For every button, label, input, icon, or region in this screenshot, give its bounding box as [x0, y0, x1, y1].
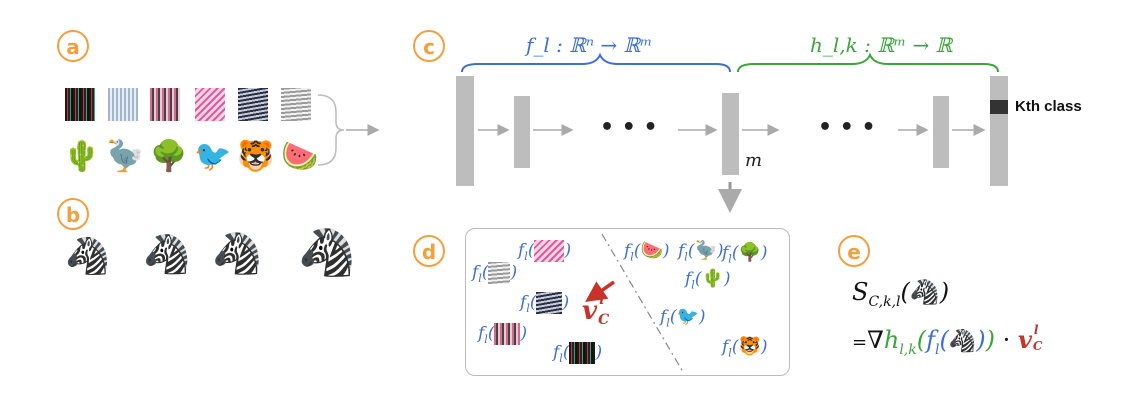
blue-striped-texture — [108, 88, 138, 121]
zebra-icon: 🦓 — [948, 329, 977, 354]
gray-wave-texture — [281, 88, 311, 121]
panel-label-b: b — [57, 198, 89, 230]
panel-label-d: d — [413, 235, 445, 267]
dodo-icon: 🦤 — [106, 139, 144, 174]
kth-class-unit — [990, 100, 1008, 114]
input-layer — [456, 76, 474, 186]
cactus-icon: 🌵 — [701, 268, 724, 289]
pink-wave-texture — [534, 240, 565, 262]
layer-l — [722, 93, 739, 175]
tree-icon: 🌳 — [150, 139, 188, 174]
pink-striped-texture — [494, 323, 521, 345]
gray-wave-texture — [488, 262, 511, 284]
tiger-icon: 🐯 — [237, 139, 275, 174]
act-pink-wave: fl() — [518, 240, 572, 263]
act-dark-stripe: fl() — [553, 342, 603, 365]
zebra-head-icon: 🦓 — [298, 225, 356, 279]
pink-wave-texture — [195, 88, 225, 121]
layer-penultimate — [933, 96, 949, 168]
panel-label-c: c — [413, 30, 445, 62]
dark-wave-texture — [238, 88, 268, 121]
score-lhs: SC,k,l(🦓) — [852, 278, 950, 310]
act-gray-wave: fl() — [472, 262, 518, 285]
act-dodo: fl(🦤) — [678, 240, 724, 264]
ellipsis-right: • • • — [818, 115, 876, 140]
kth-class-label: Kth class — [1015, 98, 1082, 115]
act-bird: fl(🐦) — [660, 306, 706, 330]
zebra-icon: 🦓 — [909, 278, 940, 306]
act-cactus: fl(🌵) — [685, 268, 731, 292]
cactus-icon: 🌵 — [63, 139, 101, 174]
act-watermelon: fl(🍉) — [624, 240, 670, 264]
dark-wave-texture — [536, 292, 563, 314]
pink-striped-texture — [150, 88, 180, 121]
act-tiger: fl(🐯) — [722, 336, 768, 360]
act-dark-wave: fl() — [520, 292, 570, 315]
zebra-icon-1: 🦓 — [65, 236, 110, 277]
zebra-icon-2: 🦓 — [143, 232, 191, 276]
cav-arrow — [585, 280, 615, 302]
f-mapping-label: f_l : ℝⁿ → ℝᵐ — [526, 33, 653, 57]
layer-2 — [514, 96, 530, 168]
watermelon-icon: 🍉 — [640, 240, 663, 261]
bird-icon: 🐦 — [676, 306, 699, 327]
panel-label-e: e — [838, 235, 870, 267]
group-brace — [317, 94, 345, 166]
panel-label-a: a — [57, 30, 89, 62]
striped-texture-1 — [65, 88, 95, 121]
h-brace — [737, 52, 999, 73]
h-mapping-label: h_l,k : ℝᵐ → ℝ — [810, 33, 953, 57]
watermelon-icon: 🍉 — [281, 139, 319, 174]
ellipsis-left: • • • — [600, 115, 658, 140]
activation-space-box — [465, 228, 790, 376]
m-label: m — [745, 150, 763, 171]
bird-icon: 🐦 — [194, 139, 232, 174]
zebra-icon-3: 🦓 — [212, 231, 262, 277]
act-pink-stripe: fl() — [478, 323, 528, 346]
f-brace — [461, 52, 731, 73]
dodo-icon: 🦤 — [694, 240, 717, 261]
tiger-icon: 🐯 — [738, 336, 761, 357]
act-tree: fl(🌳) — [722, 242, 768, 266]
tree-icon: 🌳 — [738, 242, 761, 263]
decision-boundary — [601, 233, 684, 373]
striped-texture-1 — [569, 342, 596, 364]
